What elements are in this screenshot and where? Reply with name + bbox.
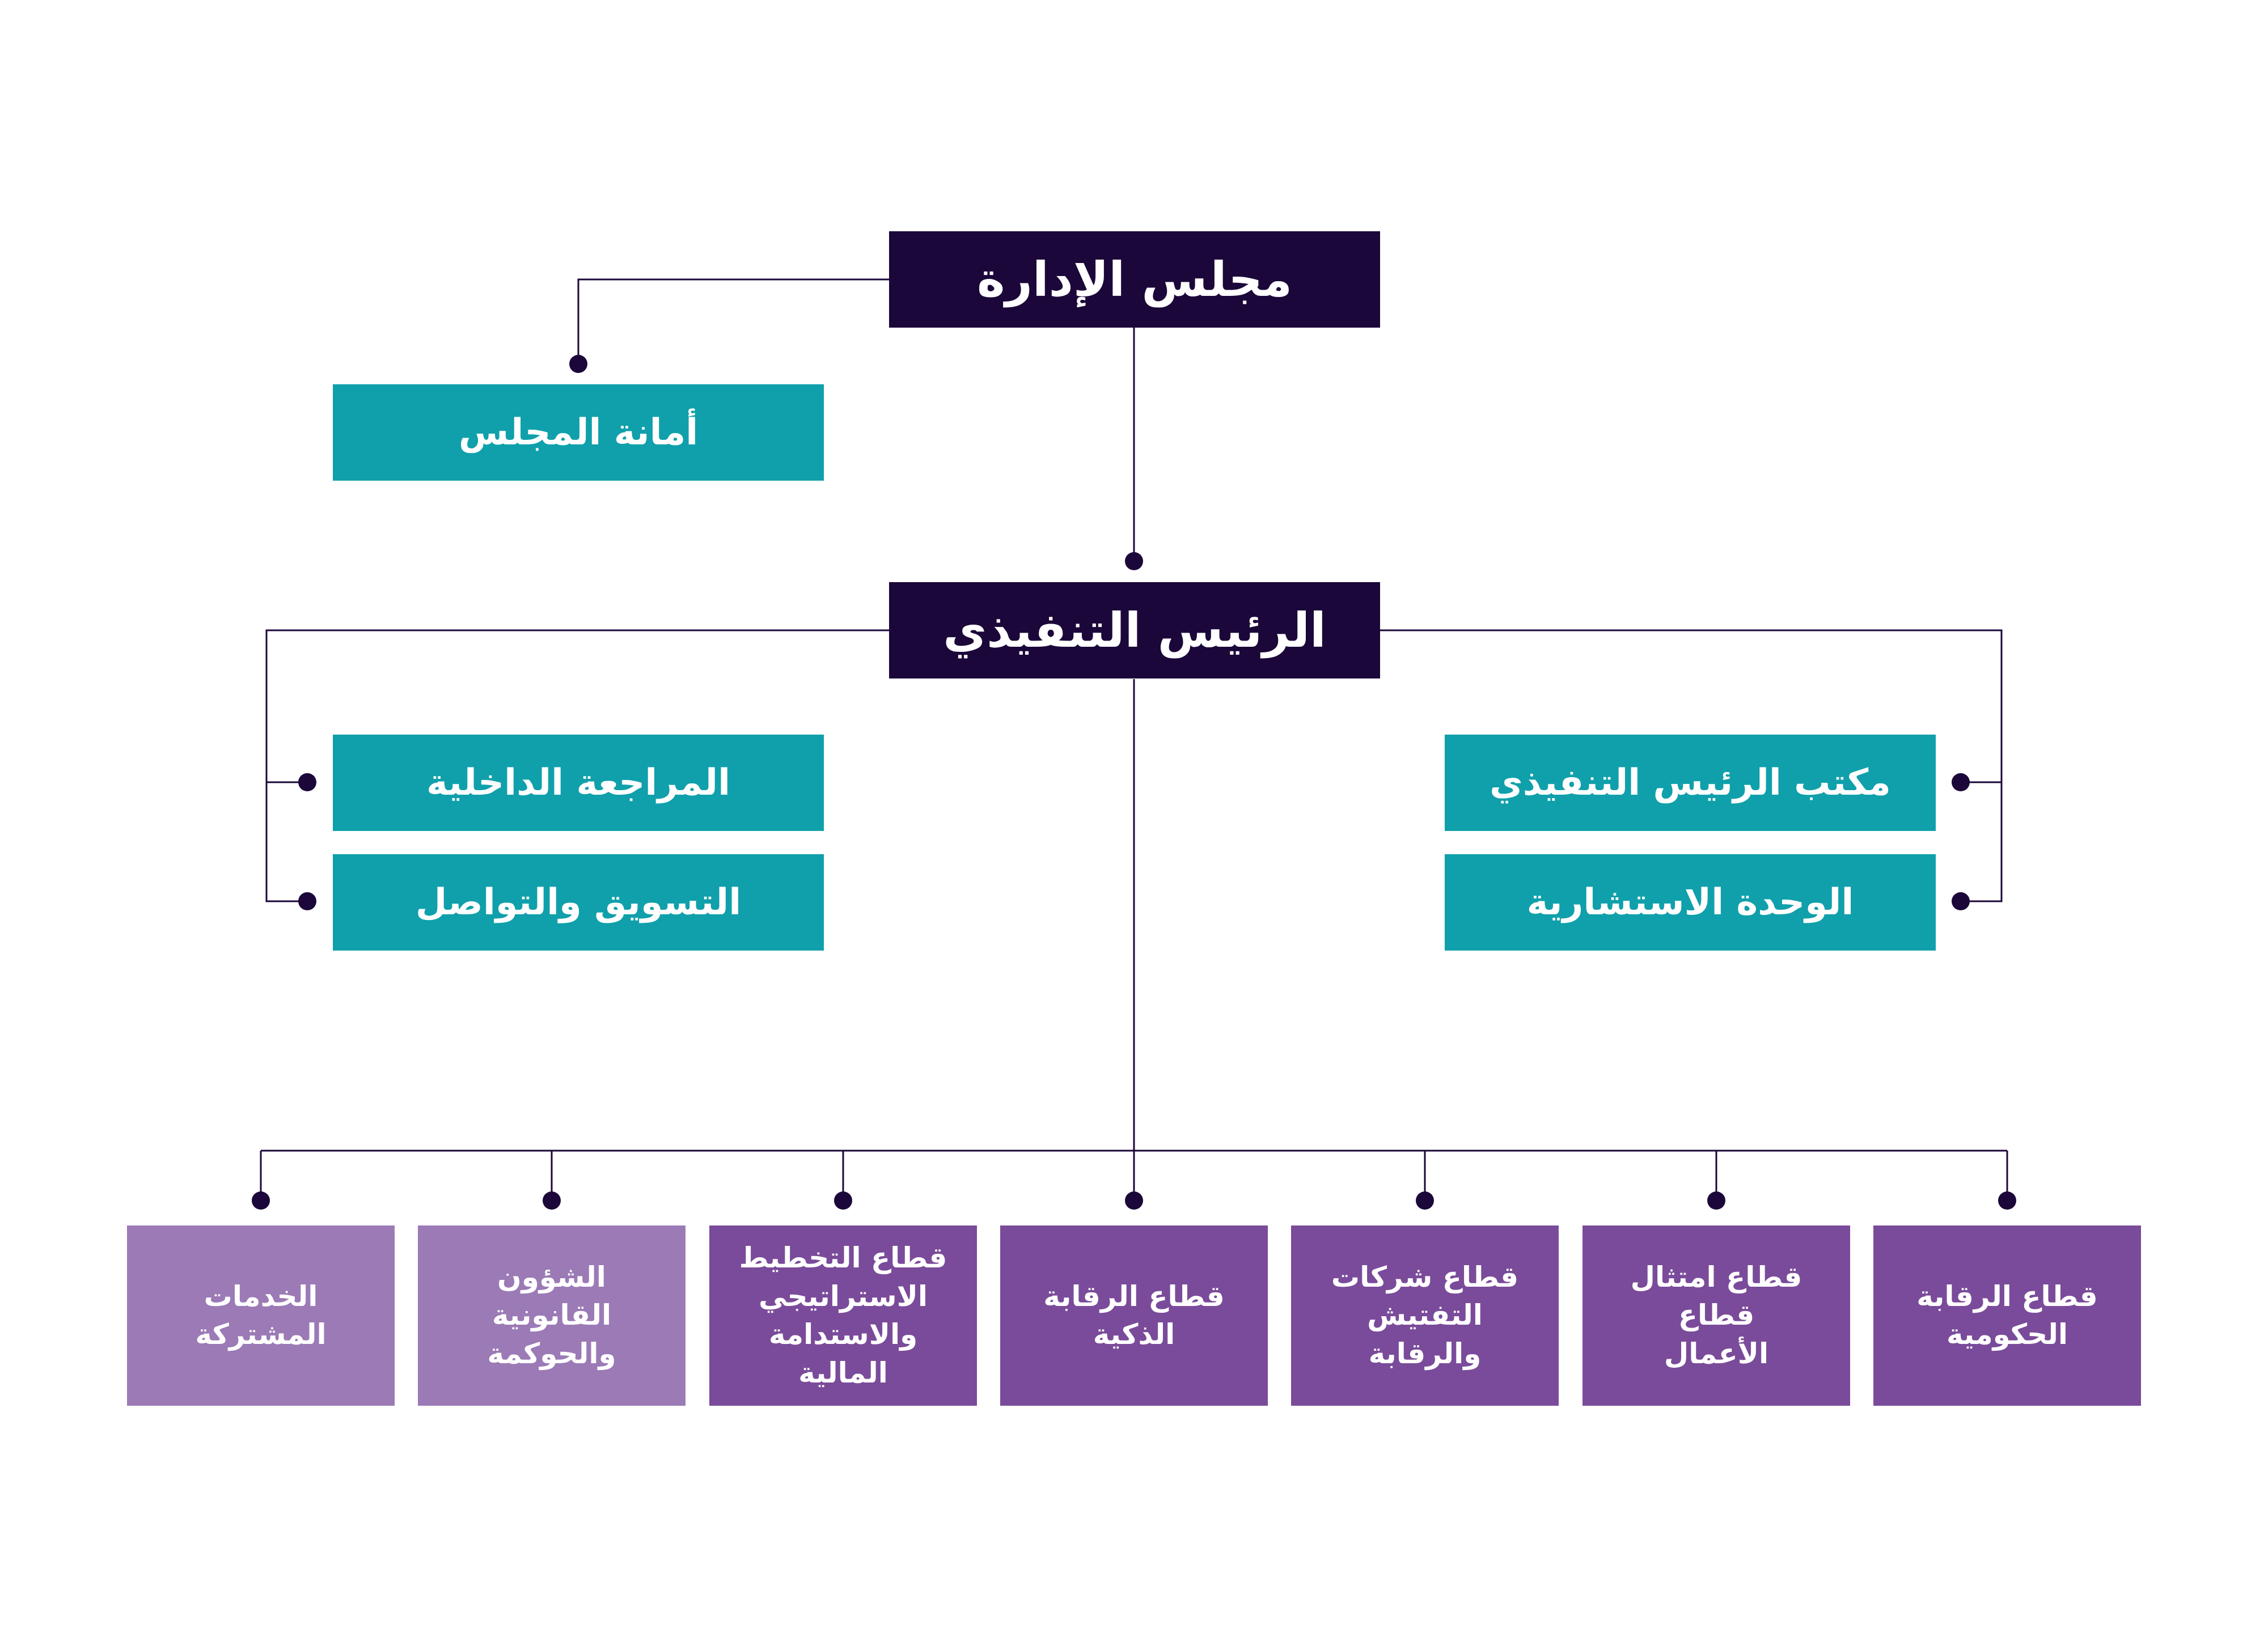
ceo-box: الرئيس التنفيذي bbox=[889, 582, 1380, 678]
sector-label: الخدمات المشتركة bbox=[195, 1279, 327, 1351]
ceo-office-label: مكتب الرئيس التنفيذي bbox=[1490, 761, 1891, 804]
connector-dot bbox=[1707, 1191, 1725, 1210]
connector-dot bbox=[569, 355, 587, 373]
ceo-office-box: مكتب الرئيس التنفيذي bbox=[1445, 735, 1936, 831]
connector-dot bbox=[1998, 1191, 2016, 1210]
connector-dot bbox=[252, 1191, 270, 1210]
sector-box-government-oversight: قطاع الرقابة الحكومية bbox=[1873, 1225, 2141, 1406]
connector-dot bbox=[834, 1191, 852, 1210]
board-label: مجلس الإدارة bbox=[977, 251, 1293, 307]
marketing-label: التسويق والتواصل bbox=[415, 881, 742, 923]
sector-box-strategic-planning: قطاع التخطيط الاستراتيجي والاستدامة الما… bbox=[709, 1225, 977, 1406]
internal-audit-label: المراجعة الداخلية bbox=[426, 761, 731, 804]
sector-label: قطاع التخطيط الاستراتيجي والاستدامة الما… bbox=[739, 1241, 947, 1389]
sector-label: قطاع الرقابة الحكومية bbox=[1916, 1279, 2098, 1351]
connector-dot bbox=[1952, 892, 1970, 910]
board-secretariat-box: أمانة المجلس bbox=[333, 384, 824, 481]
connector-dot bbox=[1125, 552, 1143, 570]
sector-label: قطاع الرقابة الذكية bbox=[1043, 1279, 1225, 1351]
connector-ceo-right bbox=[1379, 629, 2003, 902]
sector-box-shared-services: الخدمات المشتركة bbox=[127, 1225, 395, 1406]
connector-ceo-left bbox=[265, 629, 889, 902]
connector-dot bbox=[1952, 773, 1970, 791]
internal-audit-box: المراجعة الداخلية bbox=[333, 735, 824, 831]
ceo-label: الرئيس التنفيذي bbox=[943, 602, 1326, 658]
sector-box-smart-oversight: قطاع الرقابة الذكية bbox=[1000, 1225, 1268, 1406]
sector-box-legal-governance: الشؤون القانونية والحوكمة bbox=[418, 1225, 686, 1406]
connector-dot bbox=[1125, 1191, 1143, 1210]
sector-label: قطاع امتثال قطاع الأعمال bbox=[1630, 1260, 1802, 1370]
sector-label: الشؤون القانونية والحوكمة bbox=[487, 1260, 616, 1370]
connector-dot bbox=[543, 1191, 561, 1210]
advisory-unit-label: الوحدة الاستشارية bbox=[1526, 881, 1854, 923]
connector-dot bbox=[298, 892, 316, 910]
connector-dot bbox=[1416, 1191, 1434, 1210]
sector-box-business-compliance: قطاع امتثال قطاع الأعمال bbox=[1582, 1225, 1850, 1406]
board-secretariat-label: أمانة المجلس bbox=[458, 411, 699, 453]
sector-box-inspection-companies: قطاع شركات التفتيش والرقابة bbox=[1291, 1225, 1559, 1406]
advisory-unit-box: الوحدة الاستشارية bbox=[1445, 854, 1936, 951]
marketing-box: التسويق والتواصل bbox=[333, 854, 824, 951]
sector-label: قطاع شركات التفتيش والرقابة bbox=[1331, 1260, 1519, 1370]
board-box: مجلس الإدارة bbox=[889, 231, 1380, 328]
connector-dot bbox=[298, 773, 316, 791]
connector-board-secretariat bbox=[577, 278, 889, 364]
